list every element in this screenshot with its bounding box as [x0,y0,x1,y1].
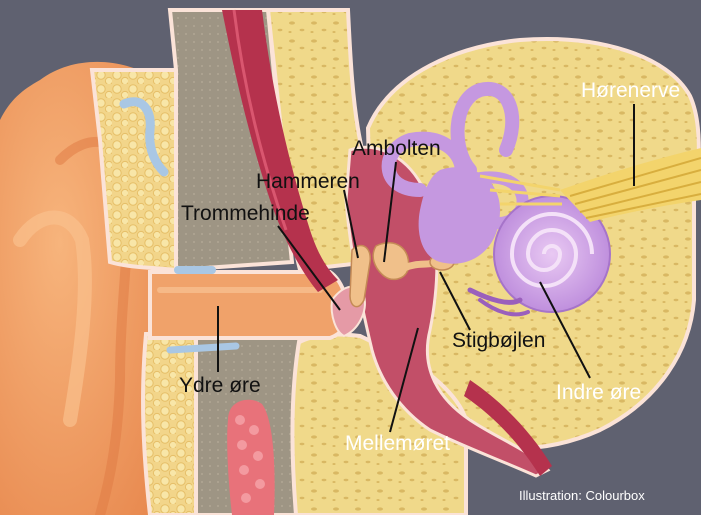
fat-tissue-lower [143,334,200,515]
illustration-credit: Illustration: Colourbox [519,488,645,503]
label-horenerve: Hørenerve [581,79,680,103]
label-ambolten: Ambolten [352,137,441,161]
gland [227,400,274,515]
label-hammeren: Hammeren [256,170,360,194]
label-mellemoret: Mellemøret [345,432,450,456]
label-indre-ore: Indre øre [556,381,641,405]
label-trommehinde: Trommehinde [181,202,310,226]
label-stigbojlen: Stigbøjlen [452,329,545,353]
label-ydre-ore: Ydre øre [179,374,261,398]
